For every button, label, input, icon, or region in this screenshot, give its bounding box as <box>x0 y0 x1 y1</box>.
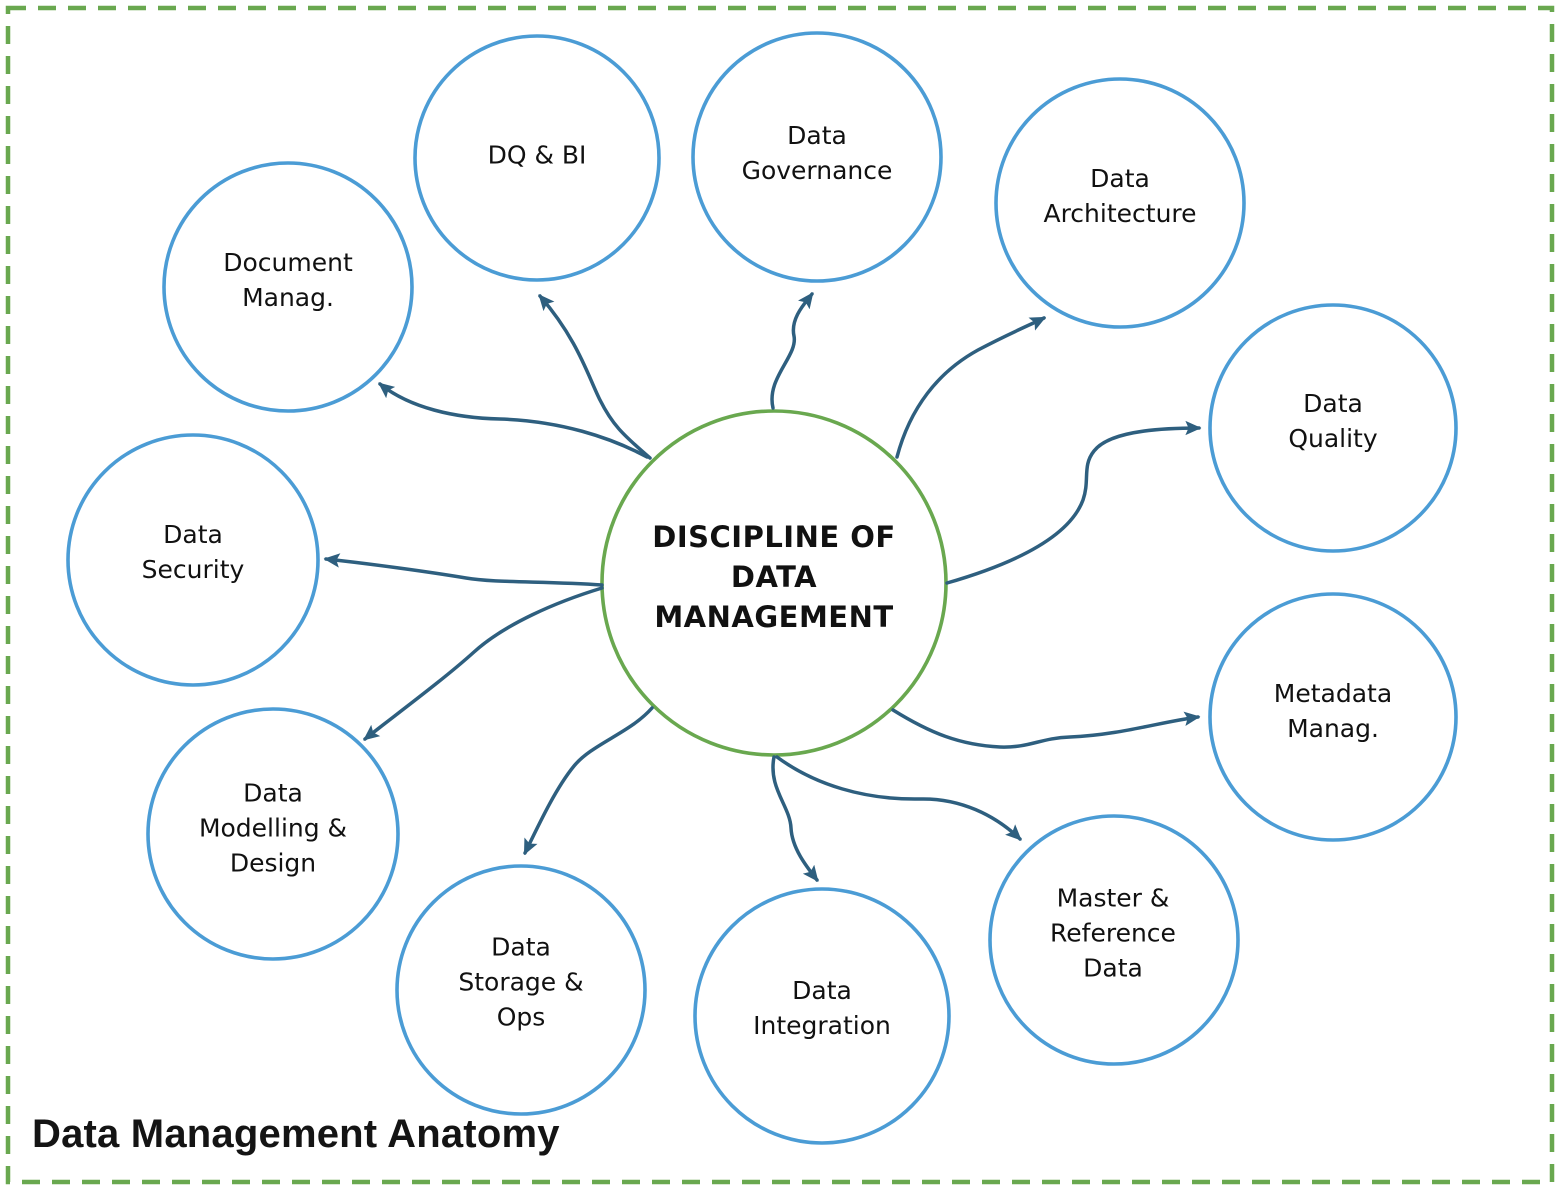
connector-to-data-governance <box>770 292 814 410</box>
node-data-governance-circle <box>691 31 943 283</box>
node-data-architecture-circle <box>994 77 1246 329</box>
connector-to-document-manag <box>378 382 649 459</box>
node-data-quality-circle <box>1208 303 1458 553</box>
node-metadata-manag-circle <box>1208 592 1458 842</box>
dashed-frame-border <box>5 5 1555 1185</box>
connector-to-data-architecture <box>895 316 1047 459</box>
diagram-title: Data Management Anatomy <box>32 1112 560 1156</box>
connector-to-data-storage-ops <box>523 706 654 856</box>
connector-to-data-security <box>323 553 604 587</box>
connector-to-metadata-manag <box>891 708 1201 749</box>
node-document-manag-circle <box>162 161 414 413</box>
connector-to-data-integration <box>771 755 819 882</box>
node-data-security-circle <box>66 433 320 687</box>
connector-to-data-quality <box>945 420 1202 585</box>
node-data-storage-ops-circle <box>395 864 647 1116</box>
node-master-reference-data-circle <box>988 814 1240 1066</box>
node-data-integration-circle <box>693 887 951 1145</box>
connector-to-data-modelling-design <box>363 586 604 741</box>
connector-to-dq-bi <box>538 294 652 460</box>
node-data-modelling-design-circle <box>146 707 400 961</box>
node-dq-bi-circle <box>413 34 661 282</box>
connector-to-master-reference-data <box>775 755 1022 841</box>
center-discipline-circle <box>600 409 948 757</box>
